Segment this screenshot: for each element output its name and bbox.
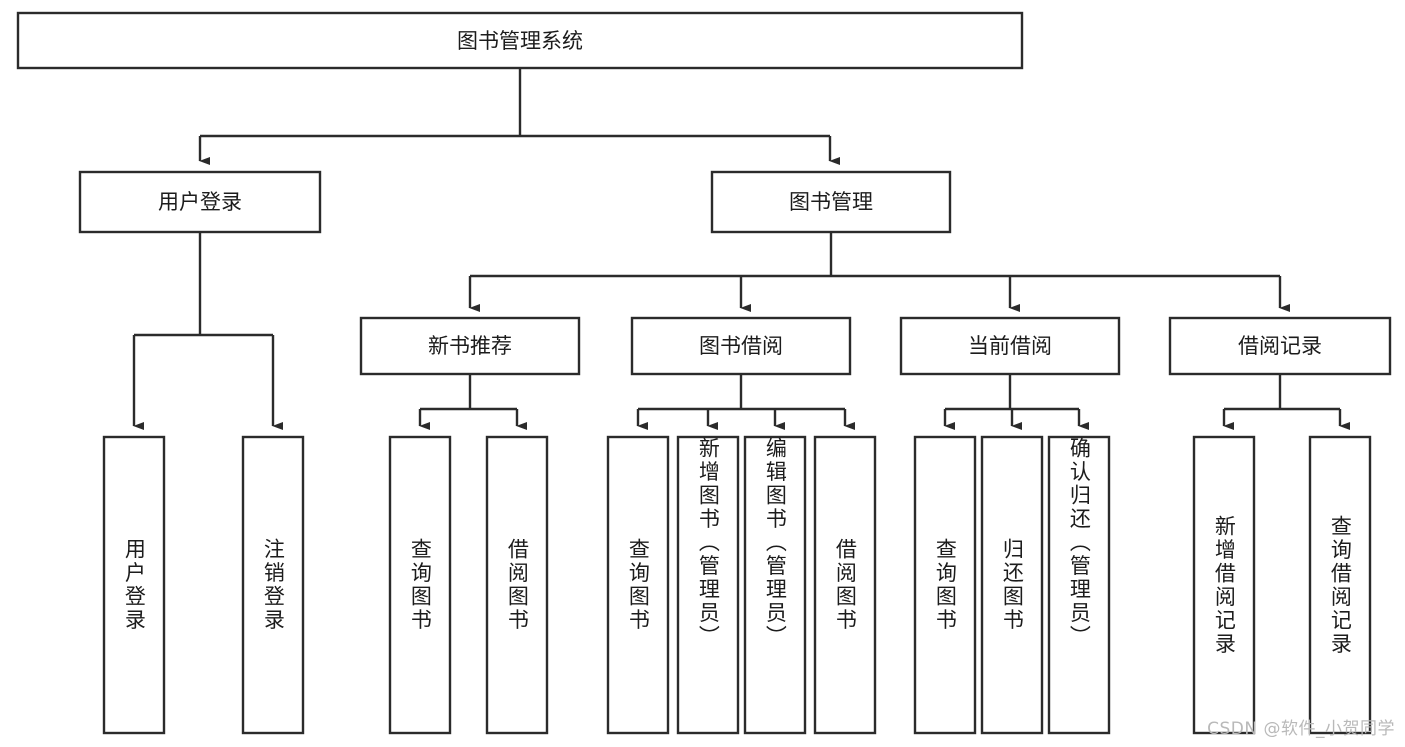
node-current-borrow-label: 当前借阅 bbox=[968, 334, 1052, 358]
node-leaf-query-book-1-box[interactable] bbox=[388, 435, 452, 735]
node-group: 图书管理系统 用户登录 图书管理 新书推荐 图书借阅 当前借阅 借阅记录 bbox=[16, 11, 1392, 735]
node-book-manage-box[interactable] bbox=[710, 170, 952, 234]
node-leaf-user-login-box[interactable] bbox=[102, 435, 166, 735]
node-leaf-add-borrow-record-box[interactable] bbox=[1192, 435, 1256, 735]
node-leaf-query-book-2-box[interactable] bbox=[606, 435, 670, 735]
node-root-box[interactable] bbox=[16, 11, 1024, 70]
connector-group bbox=[132, 68, 1351, 431]
node-current-borrow-box[interactable] bbox=[899, 316, 1121, 376]
node-root-label: 图书管理系统 bbox=[457, 29, 583, 53]
node-book-manage-label: 图书管理 bbox=[789, 190, 873, 214]
node-leaf-query-borrow-record-box[interactable] bbox=[1308, 435, 1372, 735]
node-leaf-query-book-3-box[interactable] bbox=[913, 435, 977, 735]
node-new-book-recommend-box[interactable] bbox=[359, 316, 581, 376]
node-leaf-add-book-admin-box[interactable] bbox=[676, 435, 740, 735]
node-leaf-edit-book-admin-box[interactable] bbox=[743, 435, 807, 735]
node-leaf-borrow-book-2-box[interactable] bbox=[813, 435, 877, 735]
node-book-borrow-box[interactable] bbox=[630, 316, 852, 376]
node-user-login-box[interactable] bbox=[78, 170, 322, 234]
node-book-borrow-label: 图书借阅 bbox=[699, 334, 783, 358]
node-leaf-return-book-box[interactable] bbox=[980, 435, 1044, 735]
csdn-watermark: CSDN @软件_小贺同学 bbox=[1207, 719, 1395, 739]
node-leaf-confirm-return-admin-box[interactable] bbox=[1047, 435, 1111, 735]
node-leaf-logout-login-box[interactable] bbox=[241, 435, 305, 735]
node-user-login-label: 用户登录 bbox=[158, 190, 242, 214]
node-leaf-borrow-book-1-box[interactable] bbox=[485, 435, 549, 735]
node-borrow-record-box[interactable] bbox=[1168, 316, 1392, 376]
node-new-book-recommend-label: 新书推荐 bbox=[428, 334, 512, 358]
node-borrow-record-label: 借阅记录 bbox=[1238, 334, 1322, 358]
